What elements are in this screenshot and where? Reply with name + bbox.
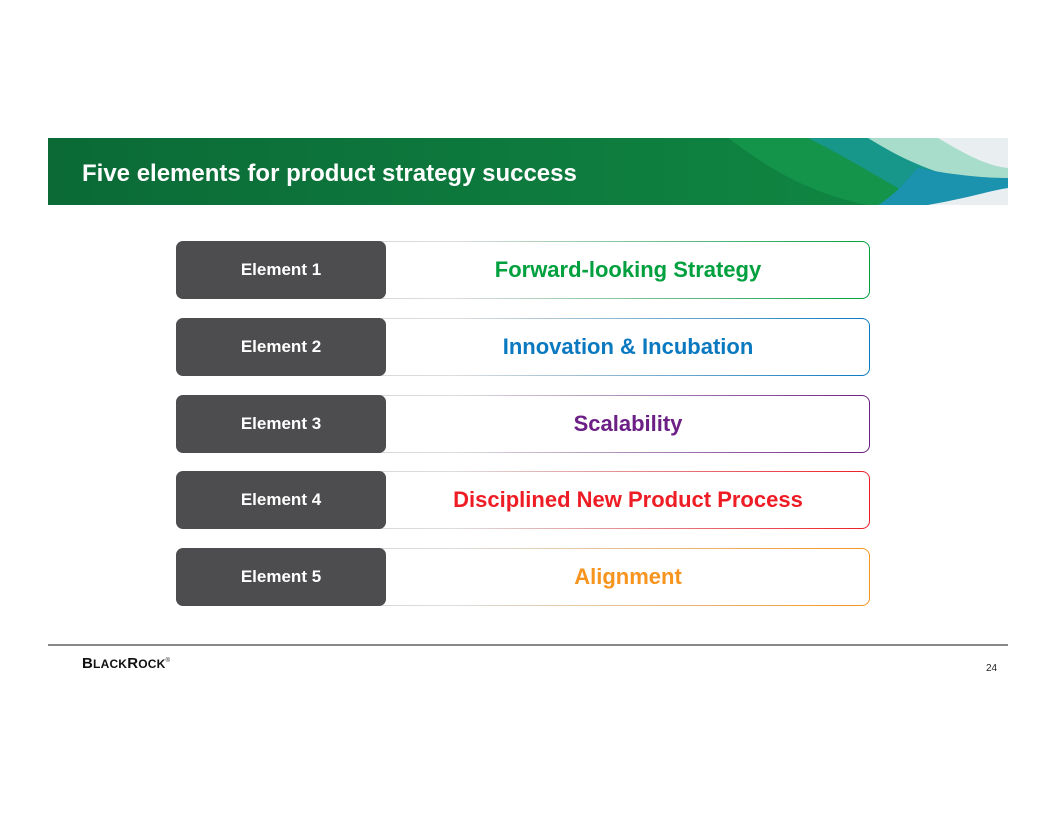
element-label: Element 1 <box>176 241 386 299</box>
element-name: Innovation & Incubation <box>502 334 754 359</box>
element-label: Element 5 <box>176 548 386 606</box>
title-banner: Five elements for product strategy succe… <box>48 138 1008 205</box>
page-title: Five elements for product strategy succe… <box>82 160 577 187</box>
element-label: Element 2 <box>176 318 386 376</box>
element-row: Element 1 Forward-looking Strategy <box>176 241 870 299</box>
element-row: Element 4 Disciplined New Product Proces… <box>176 471 870 529</box>
element-name: Forward-looking Strategy <box>494 257 762 282</box>
element-name: Alignment <box>574 564 682 589</box>
page-number: 24 <box>986 663 998 674</box>
element-label: Element 4 <box>176 471 386 529</box>
footer-divider <box>48 644 1008 646</box>
banner-wave-graphic <box>48 138 1008 205</box>
element-name: Disciplined New Product Process <box>453 487 803 512</box>
element-row: Element 3 Scalability <box>176 395 870 453</box>
blackrock-logo: BLACKROCK® <box>82 655 171 672</box>
element-row: Element 5 Alignment <box>176 548 870 606</box>
element-row: Element 2 Innovation & Incubation <box>176 318 870 376</box>
element-name: Scalability <box>573 411 683 436</box>
element-label: Element 3 <box>176 395 386 453</box>
